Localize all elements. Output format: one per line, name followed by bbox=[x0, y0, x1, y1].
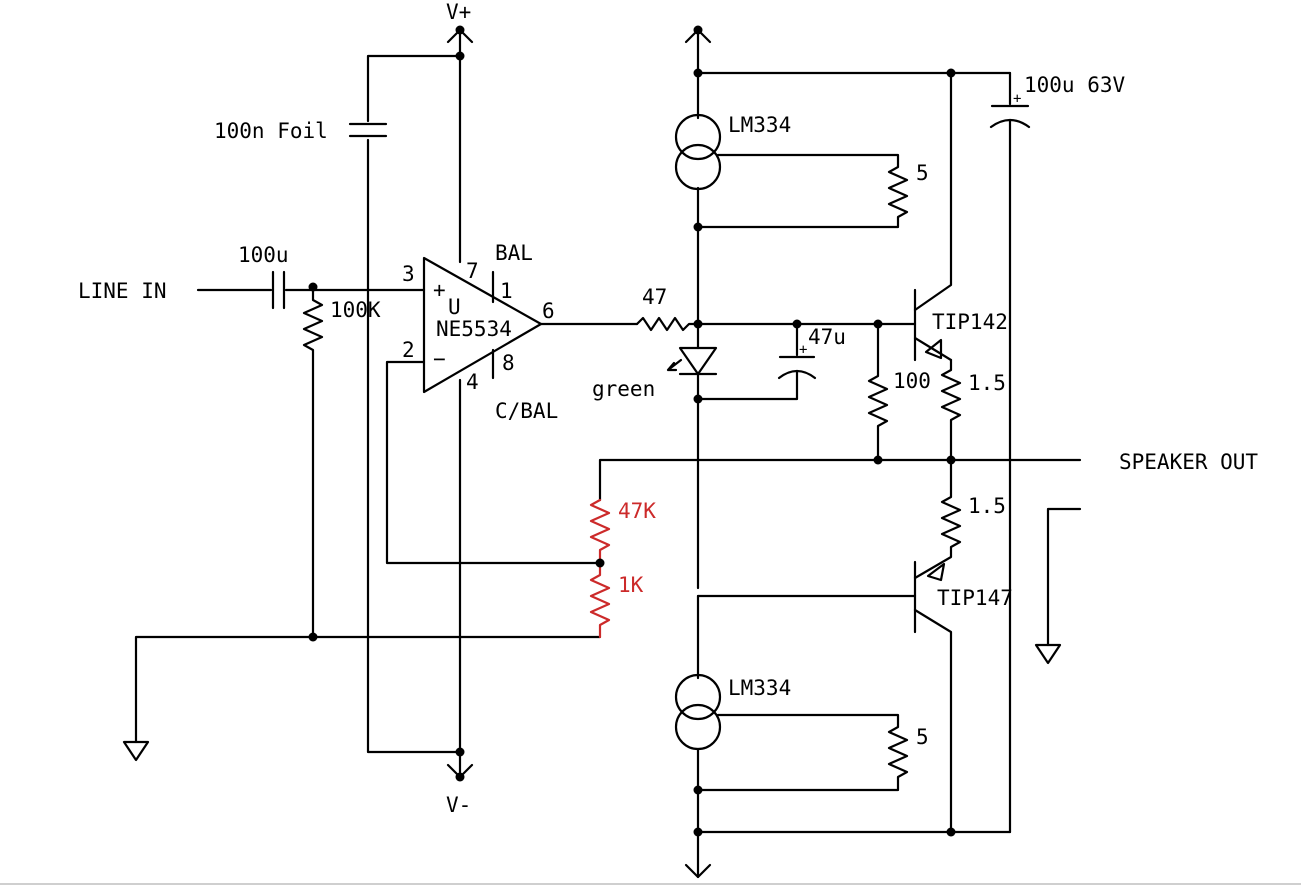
opamp-plus-sign: + bbox=[433, 278, 446, 302]
junction-dot bbox=[455, 51, 465, 61]
junction-dot bbox=[792, 319, 802, 329]
junction-dot bbox=[595, 558, 605, 568]
transistor-tip147 bbox=[696, 458, 962, 834]
cap-47u-plus: + bbox=[799, 342, 807, 358]
bal-label: BAL bbox=[495, 241, 533, 265]
foil-cap-label: 100n Foil bbox=[214, 119, 328, 143]
transistor-top-label: TIP142 bbox=[932, 310, 1008, 334]
pin-4-label: 4 bbox=[466, 370, 479, 394]
junction-dot bbox=[693, 785, 703, 795]
rail-capacitor bbox=[989, 71, 1031, 834]
pin-1-label: 1 bbox=[500, 279, 513, 303]
opamp-supply-wiring bbox=[348, 28, 474, 779]
junction-dot bbox=[308, 282, 318, 292]
input-resistor-label: 100K bbox=[330, 298, 381, 322]
pin-7-label: 7 bbox=[466, 259, 479, 283]
current-source-bottom-label: LM334 bbox=[728, 676, 791, 700]
junction-dot bbox=[693, 68, 703, 78]
line-in-label: LINE IN bbox=[78, 279, 167, 303]
pin-2-label: 2 bbox=[402, 338, 415, 362]
junction-dot bbox=[308, 632, 318, 642]
junction-dot bbox=[455, 25, 465, 35]
junction-dot bbox=[693, 827, 703, 837]
rail-cap-label: 100u 63V bbox=[1024, 73, 1126, 97]
resistor-100-label: 100 bbox=[893, 369, 931, 393]
pin-6-label: 6 bbox=[542, 299, 555, 323]
set-resistor-top-label: 5 bbox=[916, 161, 929, 185]
transistor-bottom-label: TIP147 bbox=[937, 586, 1013, 610]
junction-dot bbox=[455, 772, 465, 782]
feedback-network bbox=[589, 498, 611, 639]
rail-cap-plus: + bbox=[1013, 91, 1021, 107]
vplus-label: V+ bbox=[446, 0, 471, 24]
top-rail-wiring bbox=[674, 28, 1012, 326]
led-label: green bbox=[592, 377, 655, 401]
junction-dot bbox=[946, 68, 956, 78]
driver-wiring bbox=[635, 316, 917, 590]
speaker-out-label: SPEAKER OUT bbox=[1119, 450, 1258, 474]
cbal-label: C/BAL bbox=[495, 399, 558, 423]
feedback-resistor-1k-label: 1K bbox=[618, 573, 644, 597]
set-resistor-bottom-label: 5 bbox=[916, 725, 929, 749]
junction-dot bbox=[873, 455, 883, 465]
current-source-top-label: LM334 bbox=[728, 113, 791, 137]
transistor-tip142 bbox=[913, 288, 962, 462]
output-wiring bbox=[598, 458, 1082, 665]
cap-47u-label: 47u bbox=[808, 325, 846, 349]
junction-dot bbox=[693, 394, 703, 404]
junction-dot bbox=[455, 747, 465, 757]
series-resistor-label: 47 bbox=[642, 285, 667, 309]
feedback-resistor-47k-label: 47K bbox=[618, 499, 656, 523]
pin-3-label: 3 bbox=[402, 262, 415, 286]
opamp-name-label: NE5534 bbox=[436, 317, 512, 341]
input-wiring bbox=[122, 270, 602, 762]
pin-8-label: 8 bbox=[502, 351, 515, 375]
input-cap-label: 100u bbox=[238, 243, 289, 267]
junction-dot bbox=[693, 222, 703, 232]
opamp-ne5534 bbox=[385, 256, 639, 565]
emitter-resistor-bottom-label: 1.5 bbox=[968, 494, 1006, 518]
junction-dot bbox=[693, 25, 703, 35]
bottom-rail-wiring bbox=[674, 594, 1012, 879]
opamp-unit-label: U bbox=[448, 295, 461, 319]
junction-dot bbox=[946, 827, 956, 837]
junction-dot bbox=[873, 319, 883, 329]
vminus-label: V- bbox=[446, 793, 471, 817]
emitter-resistor-top-label: 1.5 bbox=[968, 371, 1006, 395]
opamp-minus-sign: − bbox=[433, 347, 446, 371]
